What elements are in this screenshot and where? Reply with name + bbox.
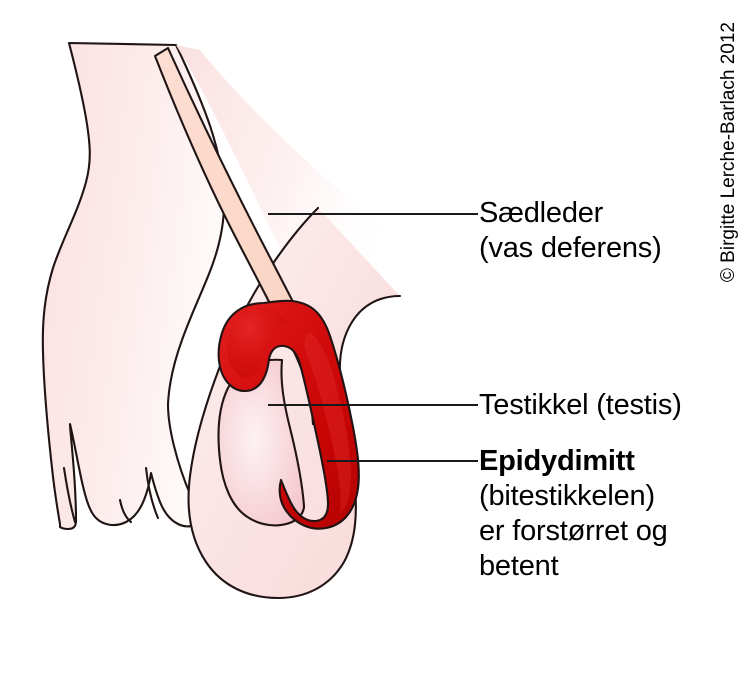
groin-shading — [176, 45, 430, 315]
epididymis-group — [217, 299, 360, 530]
foreskin-notch-middle — [144, 466, 160, 520]
epididymis-head-highlight — [227, 307, 288, 378]
scrotum-group — [187, 206, 402, 600]
label-vas-deferens-line2: (vas deferens) — [479, 232, 662, 264]
copyright-text: © Birgitte Lerche-Barlach 2012 — [718, 22, 739, 283]
label-testis-line1: Testikkel (testis) — [479, 389, 682, 421]
penis-shaft-shape — [41, 41, 226, 531]
penis-shaft-group — [41, 41, 226, 531]
label-epididymitis-title: Epidydimitt — [479, 445, 635, 477]
scrotum-shape — [187, 206, 402, 600]
label-epididymitis-line2: (bitestikkelen) — [479, 480, 655, 512]
label-vas-deferens: Sædleder (vas deferens) — [479, 196, 662, 266]
epididymis-body-sheen — [304, 332, 351, 514]
label-vas-deferens-line1: Sædleder — [479, 197, 604, 229]
copyright-notice: © Birgitte Lerche-Barlach 2012 — [718, 22, 748, 322]
label-epididymitis: Epidydimitt (bitestikkelen) er forstørre… — [479, 444, 668, 584]
label-epididymitis-line3: er forstørret og — [479, 515, 668, 547]
label-testis: Testikkel (testis) — [479, 388, 682, 423]
leader-lines-group — [268, 213, 478, 462]
glans-center-cleft — [118, 498, 133, 524]
label-epididymitis-line4: betent — [479, 550, 559, 582]
foreskin-notch-left — [62, 466, 77, 524]
